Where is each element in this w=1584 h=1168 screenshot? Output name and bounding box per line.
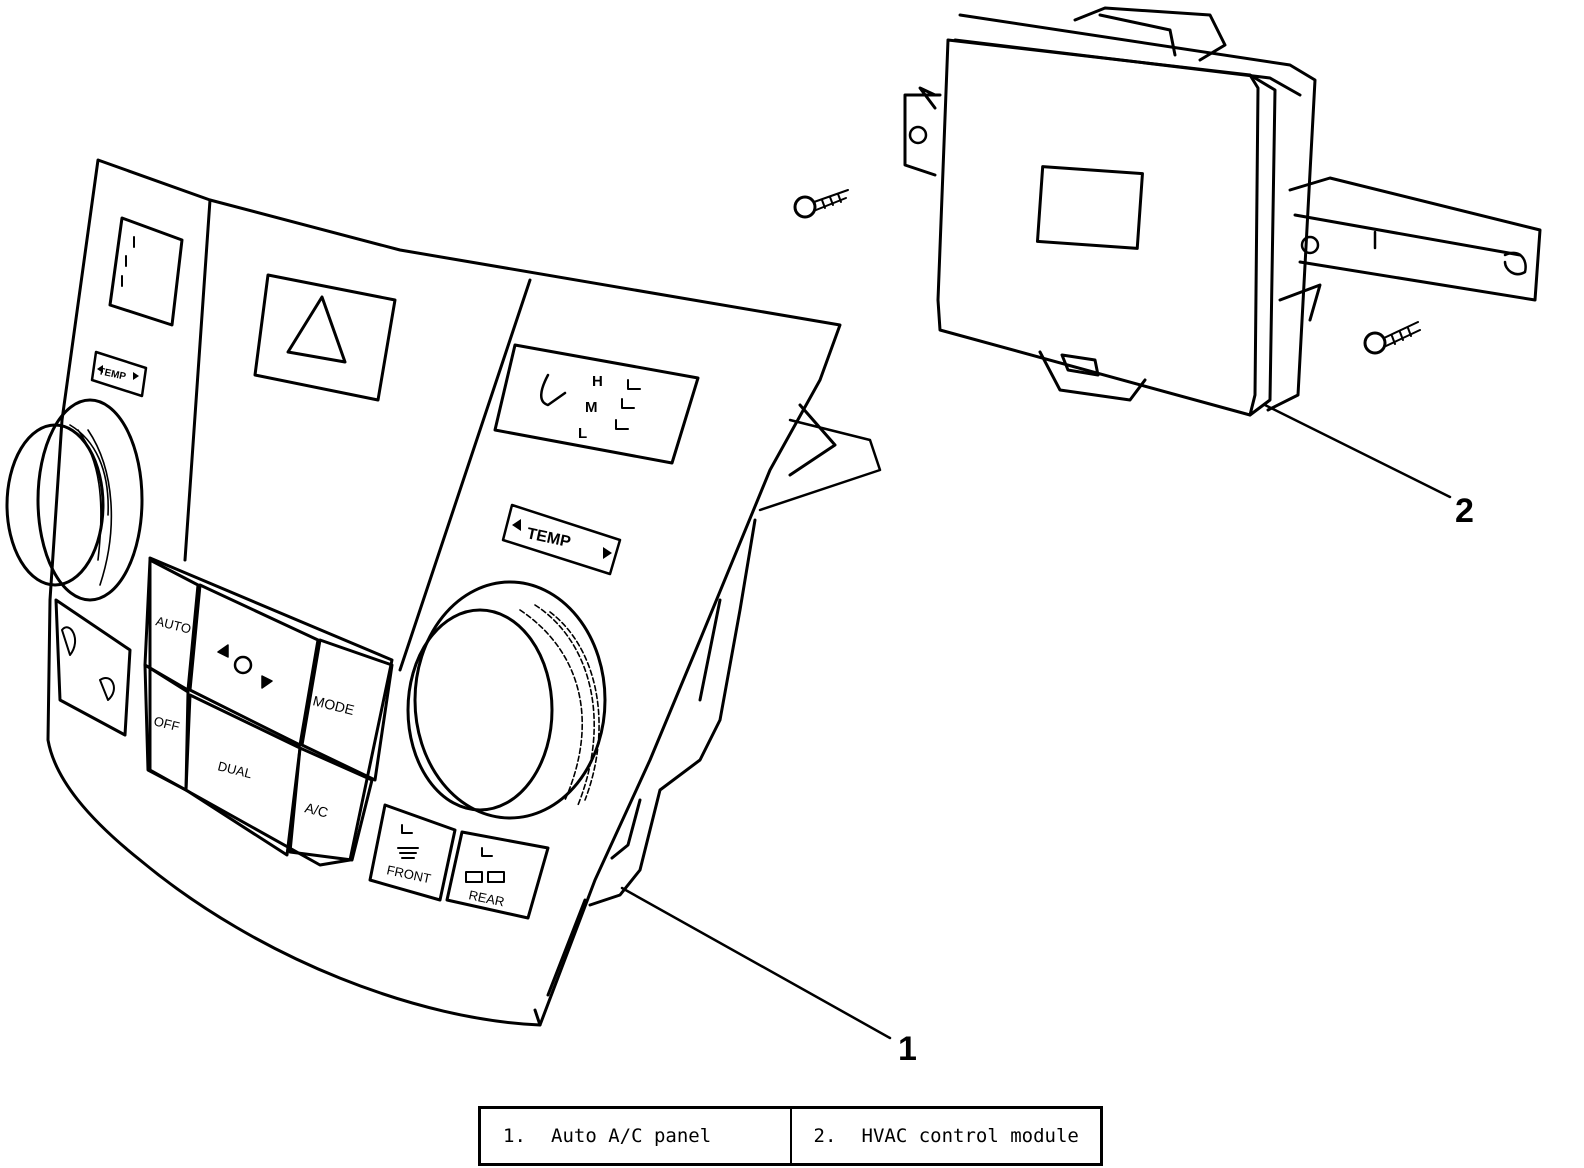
left-temp-knob[interactable] (5, 398, 144, 602)
panel-labels: TEMP TEMP H M L AUTO OFF DUAL MODE A/C F… (97, 365, 612, 909)
callout-leader-1 (620, 886, 892, 1040)
left-seat-heater-indicator (108, 216, 184, 327)
dual-button[interactable] (184, 693, 302, 857)
off-button-label: OFF (152, 713, 181, 734)
auto-ac-panel (5, 158, 882, 1027)
legend-item-2: 2. HVAC control module (789, 1109, 1101, 1163)
legend-item-1-label: Auto A/C panel (551, 1125, 712, 1147)
mode-button-label: MODE (311, 692, 356, 718)
hazard-button[interactable] (253, 273, 397, 402)
auto-button[interactable] (143, 558, 200, 692)
rear-button-label: REAR (467, 887, 505, 909)
ac-button-label: A/C (303, 799, 330, 820)
fan-speed-button[interactable] (188, 583, 320, 747)
center-button-cluster (148, 556, 394, 867)
parts-legend: 1. Auto A/C panel 2. HVAC control module (478, 1106, 1103, 1166)
auto-button-label: AUTO (154, 613, 192, 636)
screw-right (1363, 321, 1421, 355)
rear-defrost-button[interactable] (445, 830, 550, 920)
front-button-label: FRONT (385, 862, 432, 886)
callout-leader-2 (1263, 403, 1452, 499)
seat-level-h: H (592, 373, 603, 390)
legend-item-2-label: HVAC control module (861, 1125, 1079, 1147)
right-temp-knob[interactable] (406, 580, 607, 820)
seat-level-l: L (578, 425, 587, 442)
right-temp-label: TEMP (525, 525, 572, 551)
legend-item-1: 1. Auto A/C panel (481, 1109, 790, 1163)
dual-button-label: DUAL (216, 758, 253, 781)
screw-left (793, 189, 849, 219)
right-seat-heater-indicator (493, 343, 700, 465)
right-temp-label-box (501, 503, 622, 576)
hvac-control-module (903, 6, 1542, 417)
mode-button[interactable] (300, 638, 394, 782)
callout-number-1: 1 (898, 1030, 917, 1068)
left-temp-label-box (90, 350, 148, 398)
seat-level-m: M (585, 399, 598, 416)
legend-item-2-number: 2. (813, 1125, 837, 1147)
callout-number-2: 2 (1455, 492, 1474, 530)
legend-item-1-number: 1. (503, 1125, 526, 1147)
left-air-buttons[interactable] (54, 598, 132, 737)
ac-button[interactable] (288, 746, 374, 862)
front-defrost-button[interactable] (368, 803, 457, 902)
